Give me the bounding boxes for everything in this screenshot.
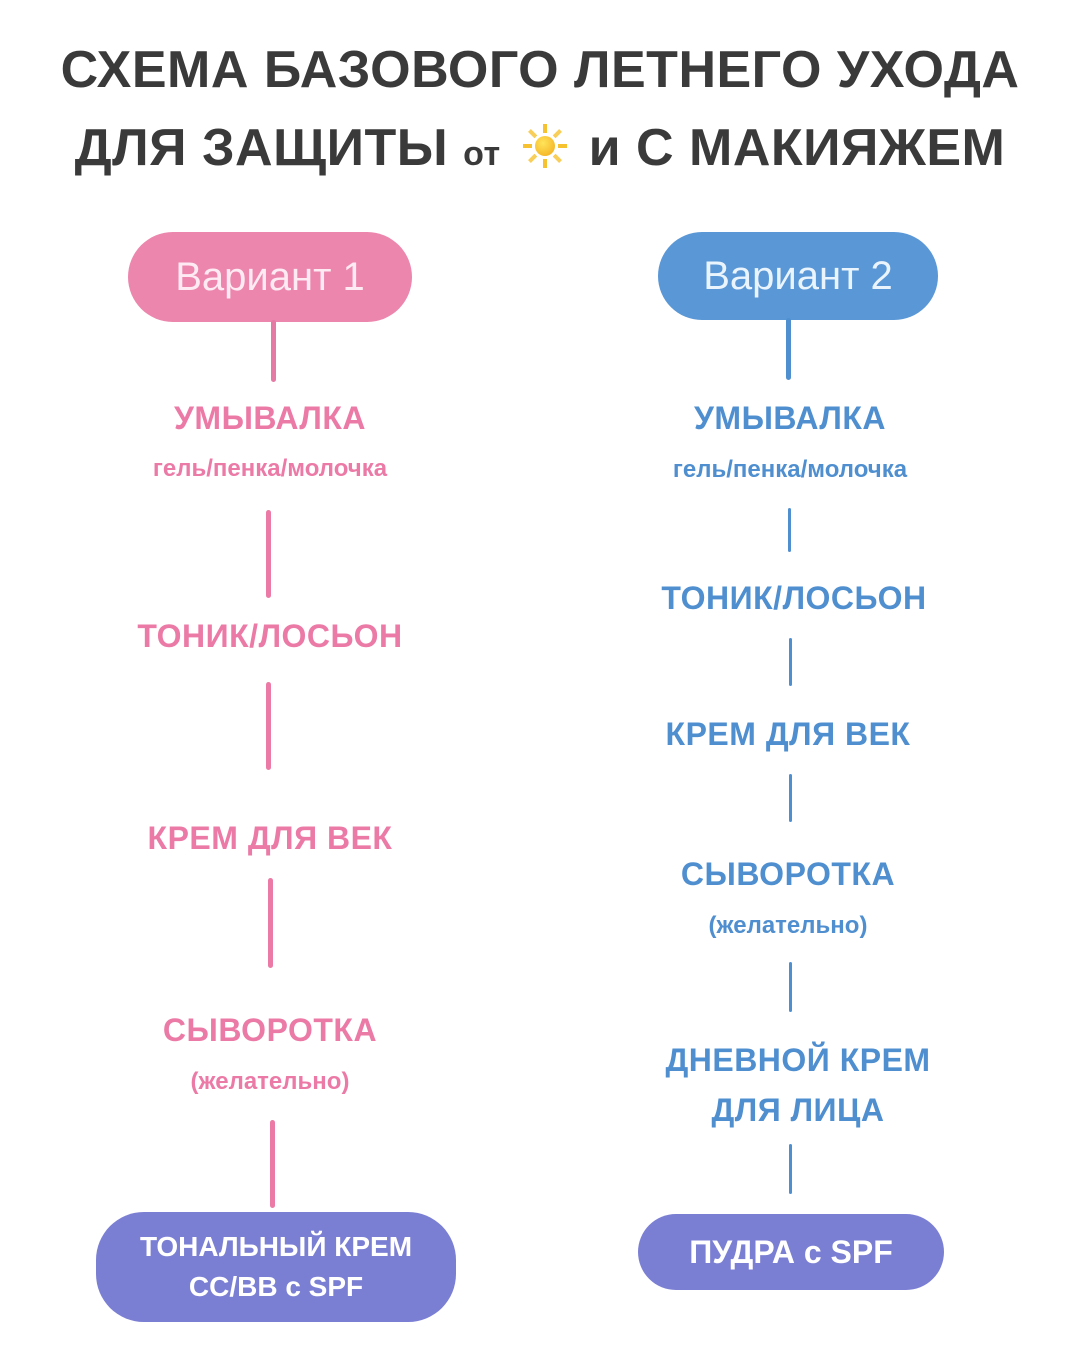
v1-step-serum: СЫВОРОТКА bbox=[162, 1012, 378, 1048]
v2-step-serum-note: (желательно) bbox=[708, 912, 868, 939]
v1-final-line1: ТОНАЛЬНЫЙ КРЕМ bbox=[139, 1231, 413, 1262]
connector bbox=[271, 320, 276, 382]
connector bbox=[789, 774, 792, 822]
connector bbox=[788, 508, 791, 552]
v2-step-day-cream-line2: ДЛЯ ЛИЦА bbox=[711, 1092, 885, 1128]
v2-step-cleanser-note: гель/пенка/молочка bbox=[672, 456, 908, 483]
v1-step-cleanser: УМЫВАЛКА bbox=[174, 400, 366, 436]
v2-step-toner: ТОНИК/ЛОСЬОН bbox=[661, 580, 927, 616]
variant-2-pill: Вариант 2 bbox=[658, 232, 938, 320]
connector bbox=[268, 878, 273, 968]
v1-step-eye-cream: КРЕМ ДЛЯ ВЕК bbox=[147, 820, 393, 856]
v2-step-serum: СЫВОРОТКА bbox=[680, 856, 896, 892]
title-line-2: ДЛЯ ЗАЩИТЫ от и С МАКИЯЖЕМ bbox=[0, 118, 1080, 178]
title-text: ДЛЯ ЗАЩИТЫ bbox=[74, 119, 449, 177]
v2-step-cleanser: УМЫВАЛКА bbox=[694, 400, 886, 436]
connector bbox=[266, 510, 271, 598]
variant-1-label: Вариант 1 bbox=[175, 254, 365, 299]
connector bbox=[789, 962, 792, 1012]
v2-step-eye-cream: КРЕМ ДЛЯ ВЕК bbox=[665, 716, 911, 752]
connector bbox=[786, 318, 791, 380]
connector bbox=[270, 1120, 275, 1208]
v2-step-day-cream: ДНЕВНОЙ КРЕМ bbox=[665, 1042, 931, 1078]
connector bbox=[789, 638, 792, 686]
title-text-small: от bbox=[463, 135, 501, 173]
title-text-end: и С МАКИЯЖЕМ bbox=[588, 119, 1006, 177]
v1-step-toner: ТОНИК/ЛОСЬОН bbox=[137, 618, 403, 654]
variant-1-pill: Вариант 1 bbox=[128, 232, 412, 322]
connector bbox=[789, 1144, 792, 1194]
v1-final-foundation: ТОНАЛЬНЫЙ КРЕМ CC/BB с SPF bbox=[96, 1212, 456, 1322]
v1-final-line2: CC/BB с SPF bbox=[188, 1271, 364, 1302]
variant-2-label: Вариант 2 bbox=[703, 253, 893, 298]
v1-step-cleanser-note: гель/пенка/молочка bbox=[152, 455, 388, 482]
v1-step-serum-note: (желательно) bbox=[190, 1068, 350, 1095]
v2-final-powder: ПУДРА с SPF bbox=[638, 1214, 944, 1290]
v2-final-line1: ПУДРА с SPF bbox=[689, 1234, 893, 1270]
sun-icon bbox=[522, 123, 568, 169]
title-line-1: СХЕМА БАЗОВОГО ЛЕТНЕГО УХОДА bbox=[60, 41, 1020, 99]
connector bbox=[266, 682, 271, 770]
